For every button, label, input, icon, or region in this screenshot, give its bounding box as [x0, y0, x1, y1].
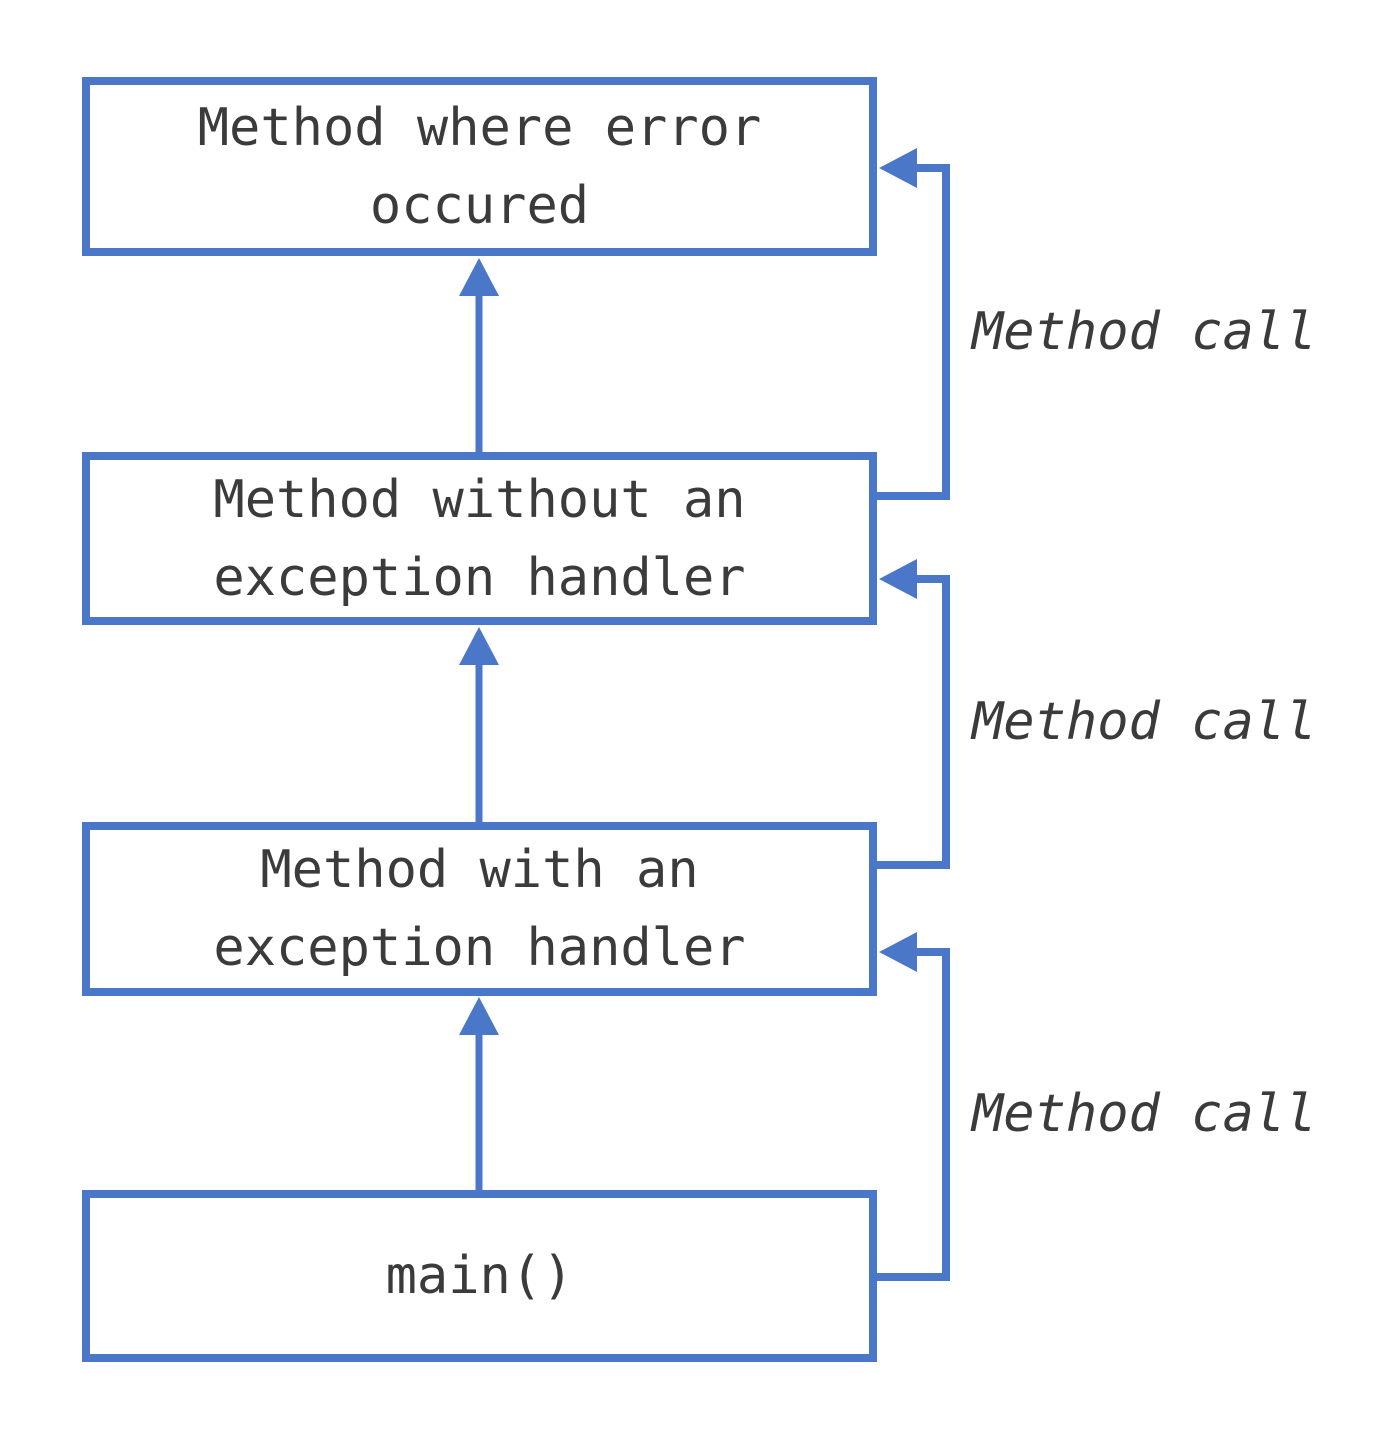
up-arrowhead-icon [459, 258, 499, 296]
edge-label-method-call-2: Method call [972, 692, 1317, 752]
method-call-connector-3 [877, 932, 950, 1281]
node-method-with-exception-handler: Method with an exception handler [82, 822, 877, 996]
up-arrowhead-icon [459, 997, 499, 1035]
left-arrowhead-icon [879, 932, 917, 972]
node-label: Method with an exception handler [213, 840, 746, 978]
left-arrowhead-icon [879, 148, 917, 188]
method-call-connector-1 [877, 148, 950, 500]
method-call-connector-2 [877, 559, 950, 869]
up-arrowhead-icon [459, 627, 499, 665]
connector-line [877, 575, 950, 869]
edge-label-method-call-1: Method call [972, 302, 1317, 362]
node-method-where-error-occured: Method where error occured [82, 77, 877, 256]
connector-line [877, 164, 950, 500]
edge-label-method-call-3: Method call [972, 1084, 1317, 1144]
left-arrowhead-icon [879, 559, 917, 599]
node-label: main() [385, 1246, 574, 1306]
node-method-without-exception-handler: Method without an exception handler [82, 452, 877, 625]
node-label: Method without an exception handler [213, 469, 746, 608]
up-arrow-1 [459, 258, 499, 452]
node-main: main() [82, 1190, 877, 1362]
up-arrow-3 [459, 997, 499, 1190]
up-arrow-2 [459, 627, 499, 822]
node-label: Method where error occured [197, 97, 762, 236]
connector-line [877, 948, 950, 1281]
